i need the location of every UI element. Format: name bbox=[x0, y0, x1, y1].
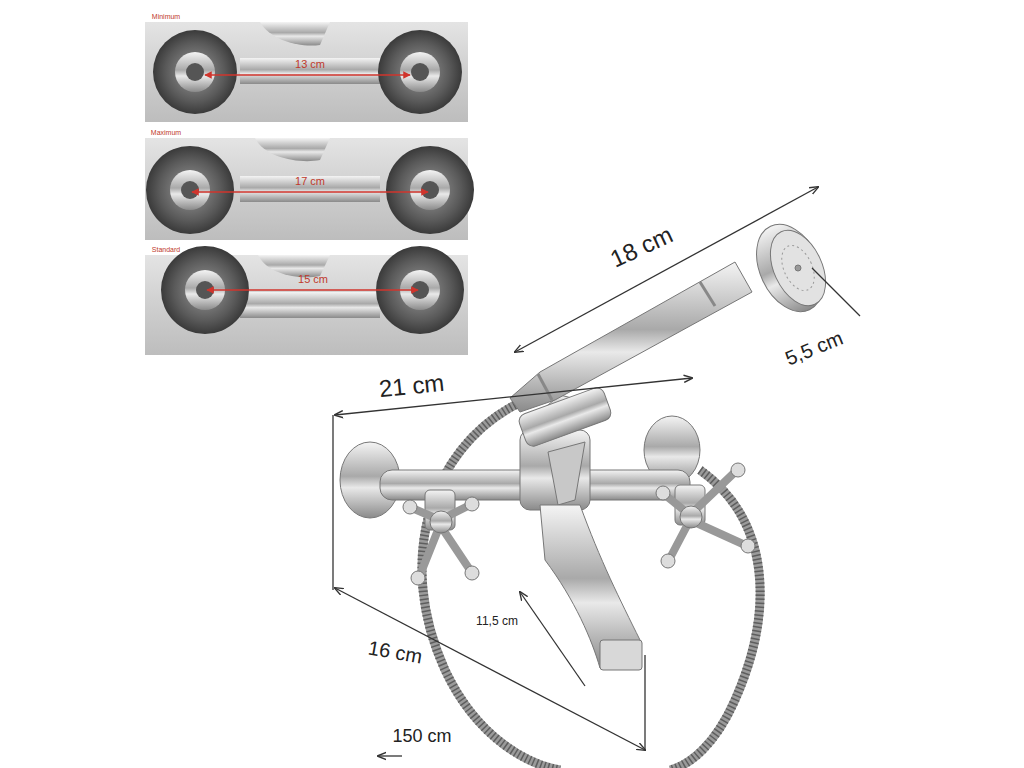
connection-panels-part bbox=[260, 22, 330, 46]
faucet-body-part bbox=[661, 554, 675, 568]
hand-shower-part bbox=[759, 222, 836, 315]
faucet-body-part bbox=[741, 539, 755, 553]
connection-panels-part bbox=[421, 181, 439, 199]
dimension-lines bbox=[333, 187, 860, 756]
connection-panels-part bbox=[205, 74, 410, 76]
dimension-label: 21 cm bbox=[376, 369, 448, 402]
dimension-label: 15 cm bbox=[296, 273, 330, 285]
dimension-lines-part bbox=[332, 415, 333, 590]
connection-panels bbox=[145, 22, 474, 355]
faucet-body-part bbox=[411, 571, 425, 585]
connection-panels-part bbox=[175, 52, 215, 92]
faucet-body bbox=[340, 386, 755, 670]
dimension-label: 150 cm bbox=[390, 727, 453, 747]
connection-panels-part bbox=[181, 181, 199, 199]
connection-panels-part bbox=[240, 292, 380, 318]
connection-panels-part bbox=[186, 63, 204, 81]
shower-hose bbox=[422, 405, 760, 768]
connection-panels-part bbox=[400, 52, 440, 92]
connection-panels-part bbox=[410, 170, 450, 210]
hand-shower-part bbox=[510, 262, 752, 412]
connection-panels-part bbox=[386, 146, 474, 234]
dimension-label: 16 cm bbox=[364, 636, 425, 668]
hand-shower-part bbox=[700, 282, 715, 306]
faucet-body-part bbox=[548, 442, 585, 505]
faucet-body-part bbox=[600, 640, 642, 670]
shower-hose-part bbox=[670, 470, 760, 768]
dimension-lines-part bbox=[335, 588, 645, 750]
connection-panels-part bbox=[255, 138, 330, 161]
panel-caption: Maximum bbox=[149, 129, 183, 137]
faucet-body-part bbox=[465, 566, 479, 580]
panel-caption: Standard bbox=[150, 246, 182, 254]
faucet-body-part bbox=[680, 506, 702, 528]
dimension-label: 17 cm bbox=[293, 175, 327, 187]
dimension-lines-part bbox=[520, 592, 585, 686]
faucet-body-part bbox=[430, 511, 452, 533]
dimension-label: 5,5 cm bbox=[780, 326, 848, 370]
faucet-body-part bbox=[656, 486, 670, 500]
connection-panels-part bbox=[207, 289, 418, 291]
shower-hose-part bbox=[670, 470, 760, 768]
connection-panels-part bbox=[146, 146, 234, 234]
panel-caption: Minimum bbox=[150, 13, 182, 21]
dimension-lines-part bbox=[515, 187, 818, 352]
connection-panels-part bbox=[153, 30, 237, 114]
connection-panels-part bbox=[170, 170, 210, 210]
hand-shower-part bbox=[775, 240, 821, 295]
dimension-lines-part bbox=[378, 755, 402, 756]
dimension-lines-part bbox=[812, 268, 860, 316]
faucet-body-part bbox=[731, 463, 745, 477]
faucet-body-part bbox=[465, 497, 479, 511]
dimension-label: 13 cm bbox=[293, 58, 327, 70]
hand-shower-part bbox=[743, 214, 836, 323]
connection-panels-part bbox=[240, 58, 380, 84]
faucet-body-part bbox=[403, 500, 417, 514]
connection-panels-part bbox=[192, 191, 428, 193]
connection-panels-part bbox=[145, 22, 468, 122]
hand-shower-part bbox=[795, 265, 801, 271]
connection-panels-part bbox=[411, 63, 429, 81]
connection-panels-part bbox=[378, 30, 462, 114]
dimension-label: 18 cm bbox=[605, 220, 679, 273]
dimension-label: 11,5 cm bbox=[474, 615, 520, 628]
hand-shower-part bbox=[538, 374, 552, 400]
hand-shower bbox=[510, 214, 837, 412]
dimension-lines-part bbox=[644, 655, 645, 750]
